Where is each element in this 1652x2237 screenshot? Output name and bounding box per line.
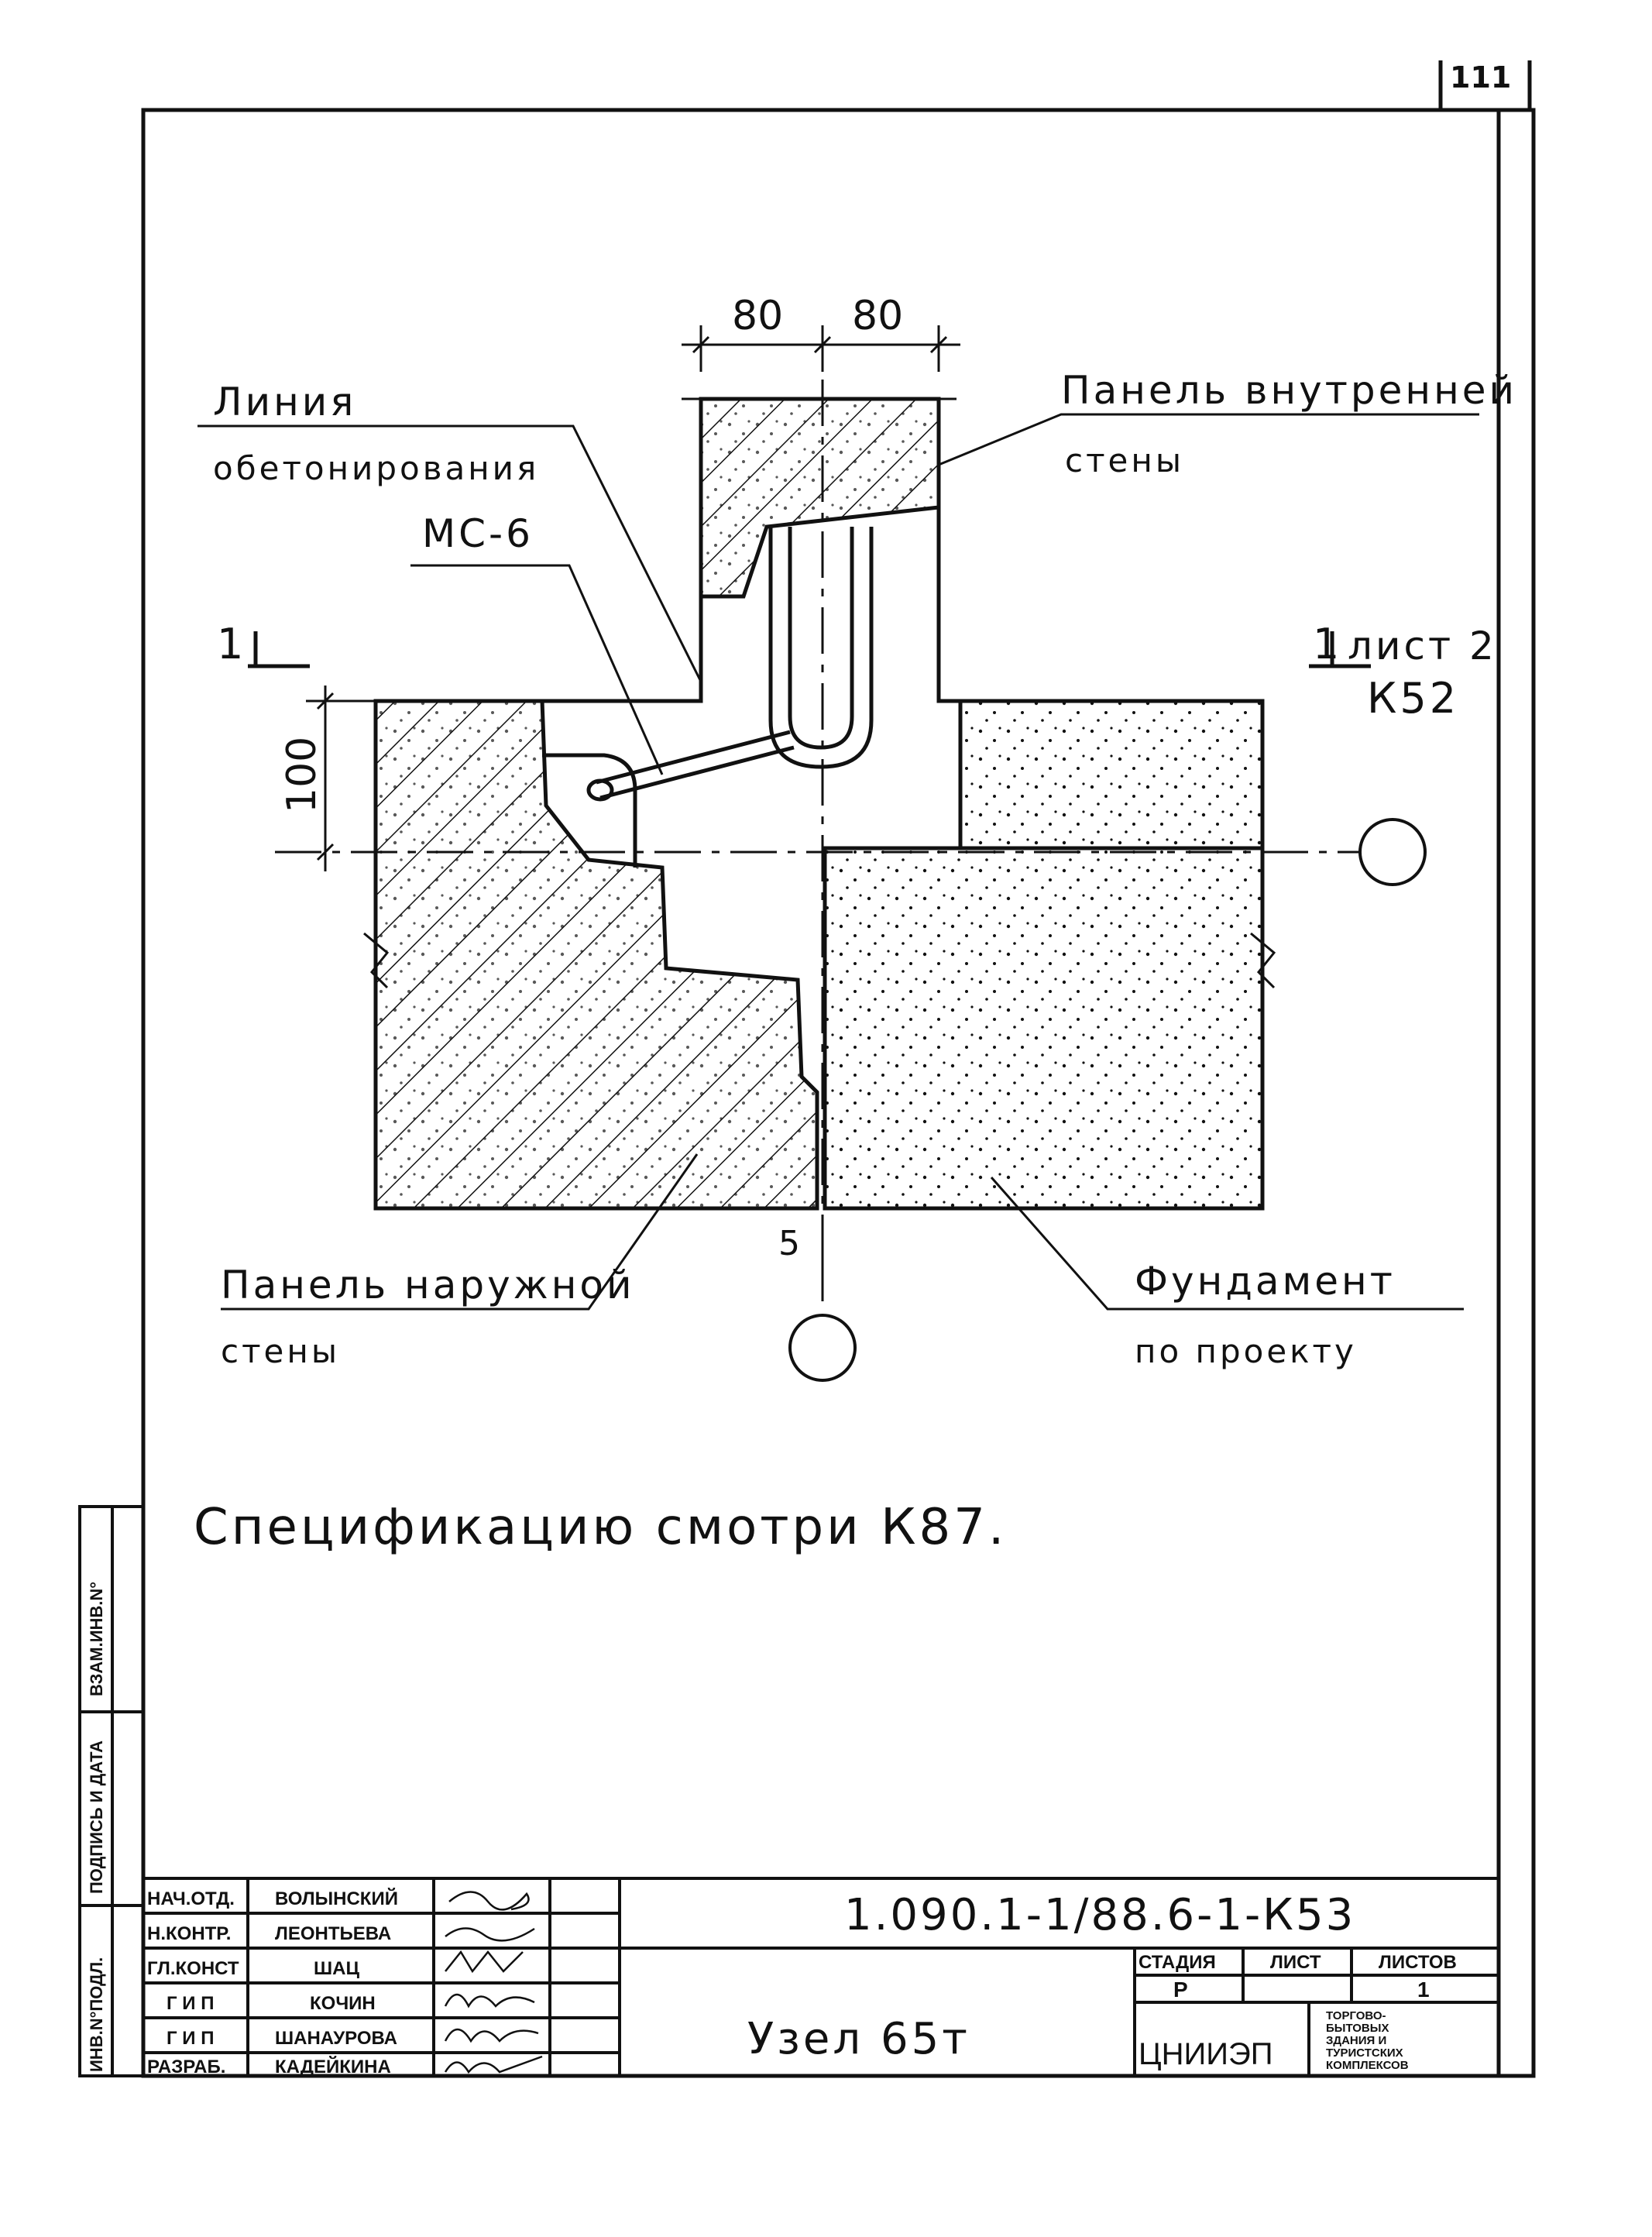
label-inner-panel: Панель внутренней <box>1061 368 1518 413</box>
tie-mc6 <box>542 730 795 868</box>
stamp-podpis: ПОДПИСЬ И ДАТА <box>87 1740 106 1894</box>
foundation <box>823 699 1265 1211</box>
outer-wall-panel <box>373 699 819 1211</box>
concreting-line <box>376 596 703 703</box>
stamp-inv: ИНВ.N°ПОДЛ. <box>87 1957 106 2072</box>
signatures <box>444 1891 543 2074</box>
loop-anchor <box>768 527 874 769</box>
role-1: Н.КОНТР. <box>147 1923 232 1944</box>
org-desc-line-5: КОМПЛЕКСОВ <box>1326 2059 1409 2072</box>
org-desc-line-1: ТОРГОВО- <box>1326 2009 1386 2022</box>
org-desc-line-4: ТУРИСТСКИХ <box>1326 2046 1403 2060</box>
title-block <box>143 1877 1499 2076</box>
label-concreting-line: Линия <box>213 380 357 424</box>
role-3: Г И П <box>167 1993 215 2014</box>
axis-bubble-bottom <box>788 1314 857 1382</box>
sheets-value: 1 <box>1417 1978 1430 2002</box>
break-lines <box>363 932 1276 989</box>
name-5: КАДЕЙКИНА <box>275 2057 391 2077</box>
label-tie: МС-6 <box>422 511 534 556</box>
org-desc-line-3: ЗДАНИЯ И <box>1326 2034 1387 2047</box>
role-0: НАЧ.ОТД. <box>147 1888 235 1909</box>
name-2: ШАЦ <box>314 1958 359 1979</box>
stage-value: Р <box>1173 1978 1188 2002</box>
top-dimension <box>682 325 960 400</box>
stage-header: СТАДИЯ <box>1139 1952 1216 1973</box>
leader-lines <box>197 413 1479 1311</box>
label-foundation: Фундамент <box>1135 1259 1396 1304</box>
label-section-left: 1 <box>217 620 247 668</box>
name-1: ЛЕОНТЬЕВА <box>275 1923 392 1944</box>
org-desc-line-2: БЫТОВЫХ <box>1326 2022 1389 2035</box>
role-5: РАЗРАБ. <box>147 2057 226 2077</box>
role-4: Г И П <box>167 2028 215 2049</box>
label-foundation-2: по проекту <box>1135 1332 1357 1370</box>
side-stamp <box>78 1505 145 2077</box>
name-3: КОЧИН <box>310 1993 376 2014</box>
org-description: ТОРГОВО- БЫТОВЫХ ЗДАНИЯ И ТУРИСТСКИХ КОМ… <box>1326 2010 1409 2072</box>
axis-bubble-right <box>1358 818 1427 886</box>
dimension-height: 100 <box>279 736 325 813</box>
label-outer-panel: Панель наружной <box>221 1263 635 1307</box>
specification-note: Спецификацию смотри К87. <box>194 1499 1008 1556</box>
sheet-number: 111 <box>1450 60 1512 94</box>
label-section-ref: лист 2 <box>1348 624 1497 668</box>
label-axis-number: 5 <box>778 1224 803 1263</box>
stamp-vzam: ВЗАМ.ИНВ.N° <box>87 1581 106 1696</box>
section-marks <box>248 631 1371 668</box>
label-section-right: 1 <box>1313 620 1343 668</box>
label-concreting-line-2: обетонирования <box>213 449 540 487</box>
document-code: 1.090.1-1/88.6-1-К53 <box>844 1890 1356 1940</box>
label-outer-panel-2: стены <box>221 1332 341 1370</box>
name-4: ШАНАУРОВА <box>275 2028 397 2049</box>
label-section-ref-sheet: К52 <box>1367 674 1460 723</box>
dimension-top-right: 80 <box>852 293 904 339</box>
left-dimension <box>306 686 376 871</box>
axis-lines <box>275 380 1359 1301</box>
dimension-top-left: 80 <box>732 293 784 339</box>
name-0: ВОЛЫНСКИЙ <box>275 1888 398 1909</box>
role-2: ГЛ.КОНСТ <box>147 1958 239 1979</box>
sheet-header: ЛИСТ <box>1270 1952 1321 1973</box>
sheet-frame <box>141 60 1536 2078</box>
drawing-title: Узел 65т <box>747 2014 970 2064</box>
organization: ЦНИИЭП <box>1139 2037 1273 2071</box>
sheets-header: ЛИСТОВ <box>1379 1952 1457 1973</box>
label-inner-panel-2: стены <box>1065 442 1185 479</box>
inner-wall-panel <box>699 397 941 599</box>
